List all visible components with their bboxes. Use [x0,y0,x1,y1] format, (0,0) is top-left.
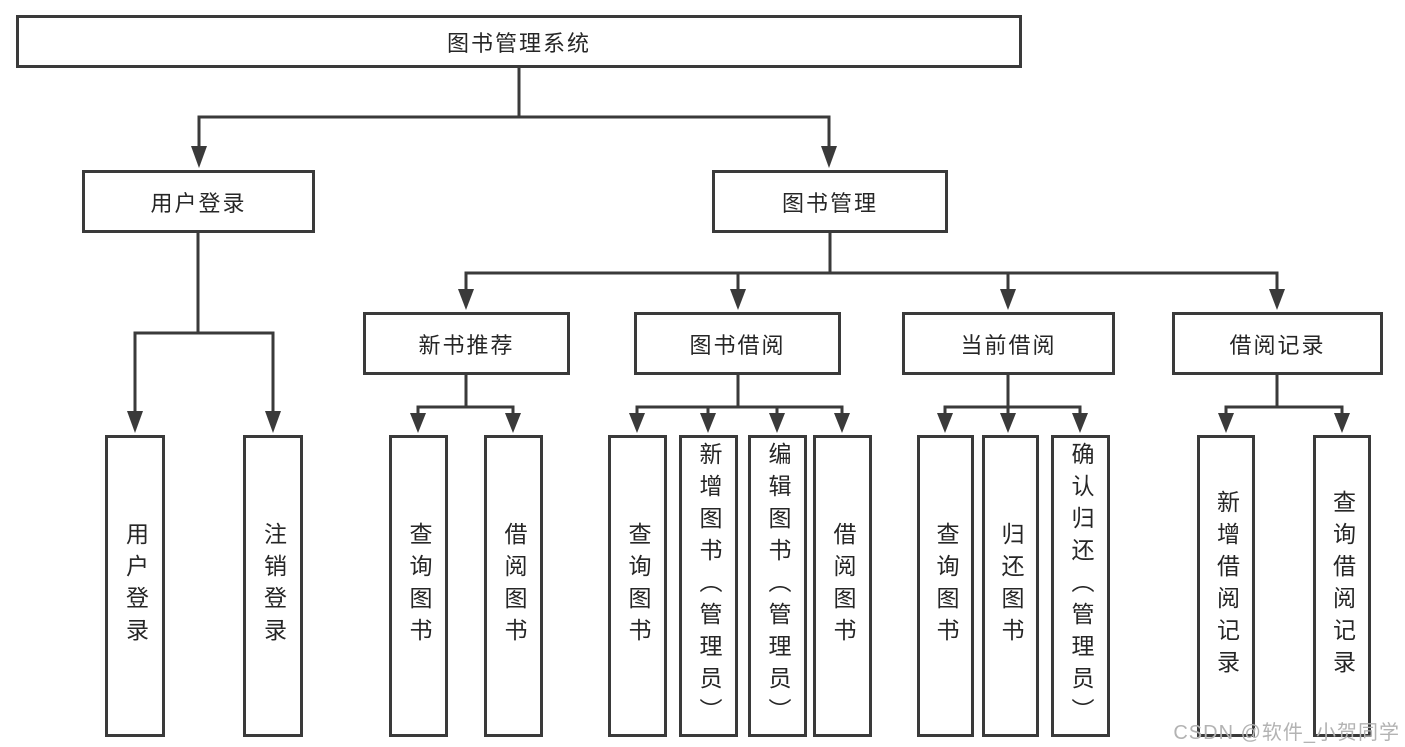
leaf-borrow-borrow-books: 借阅图书 [813,435,872,737]
node-label: 图书借阅 [689,332,786,358]
leaf-records-query-borrow-record: 查询借阅记录 [1313,435,1371,737]
node-label: 新书推荐 [418,332,515,358]
node-book-management: 图书管理 [712,170,948,233]
node-label: 图书管理系统 [446,30,591,56]
node-label: 用户登录 [150,190,247,216]
node-label: 借阅图书 [830,522,856,650]
leaf-user-login: 用户登录 [105,435,165,737]
node-label: 新增借阅记录 [1213,490,1240,682]
node-label: 注销登录 [260,522,287,650]
node-label: 图书管理 [781,190,878,216]
node-label: 查询图书 [933,522,959,650]
node-label: 查询图书 [406,522,432,650]
leaf-logout: 注销登录 [243,435,303,737]
leaf-borrow-query-books: 查询图书 [608,435,667,737]
leaf-current-query-books: 查询图书 [917,435,974,737]
node-label: 编辑图书（管理员） [765,442,791,730]
node-label: 用户登录 [122,522,149,650]
node-label: 确认归还（管理员） [1068,442,1094,730]
node-new-book-recommendation: 新书推荐 [363,312,570,375]
csdn-watermark: CSDN @软件_小贺同学 [1173,722,1400,744]
node-label: 新增图书（管理员） [696,442,722,730]
node-current-borrowing: 当前借阅 [902,312,1115,375]
node-book-borrowing: 图书借阅 [634,312,841,375]
leaf-records-add-borrow-record: 新增借阅记录 [1197,435,1255,737]
node-root-library-management-system: 图书管理系统 [16,15,1022,68]
leaf-newbook-query-books: 查询图书 [389,435,448,737]
node-label: 查询借阅记录 [1329,490,1356,682]
node-user-login: 用户登录 [82,170,315,233]
node-label: 查询图书 [625,522,651,650]
node-label: 归还图书 [998,522,1024,650]
leaf-borrow-add-books-admin: 新增图书（管理员） [679,435,738,737]
node-label: 借阅图书 [501,522,527,650]
leaf-current-return-books: 归还图书 [982,435,1039,737]
node-borrowing-records: 借阅记录 [1172,312,1383,375]
leaf-borrow-edit-books-admin: 编辑图书（管理员） [748,435,807,737]
leaf-newbook-borrow-books: 借阅图书 [484,435,543,737]
node-label: 借阅记录 [1229,332,1326,358]
leaf-current-confirm-return-admin: 确认归还（管理员） [1051,435,1110,737]
node-label: 当前借阅 [960,332,1057,358]
